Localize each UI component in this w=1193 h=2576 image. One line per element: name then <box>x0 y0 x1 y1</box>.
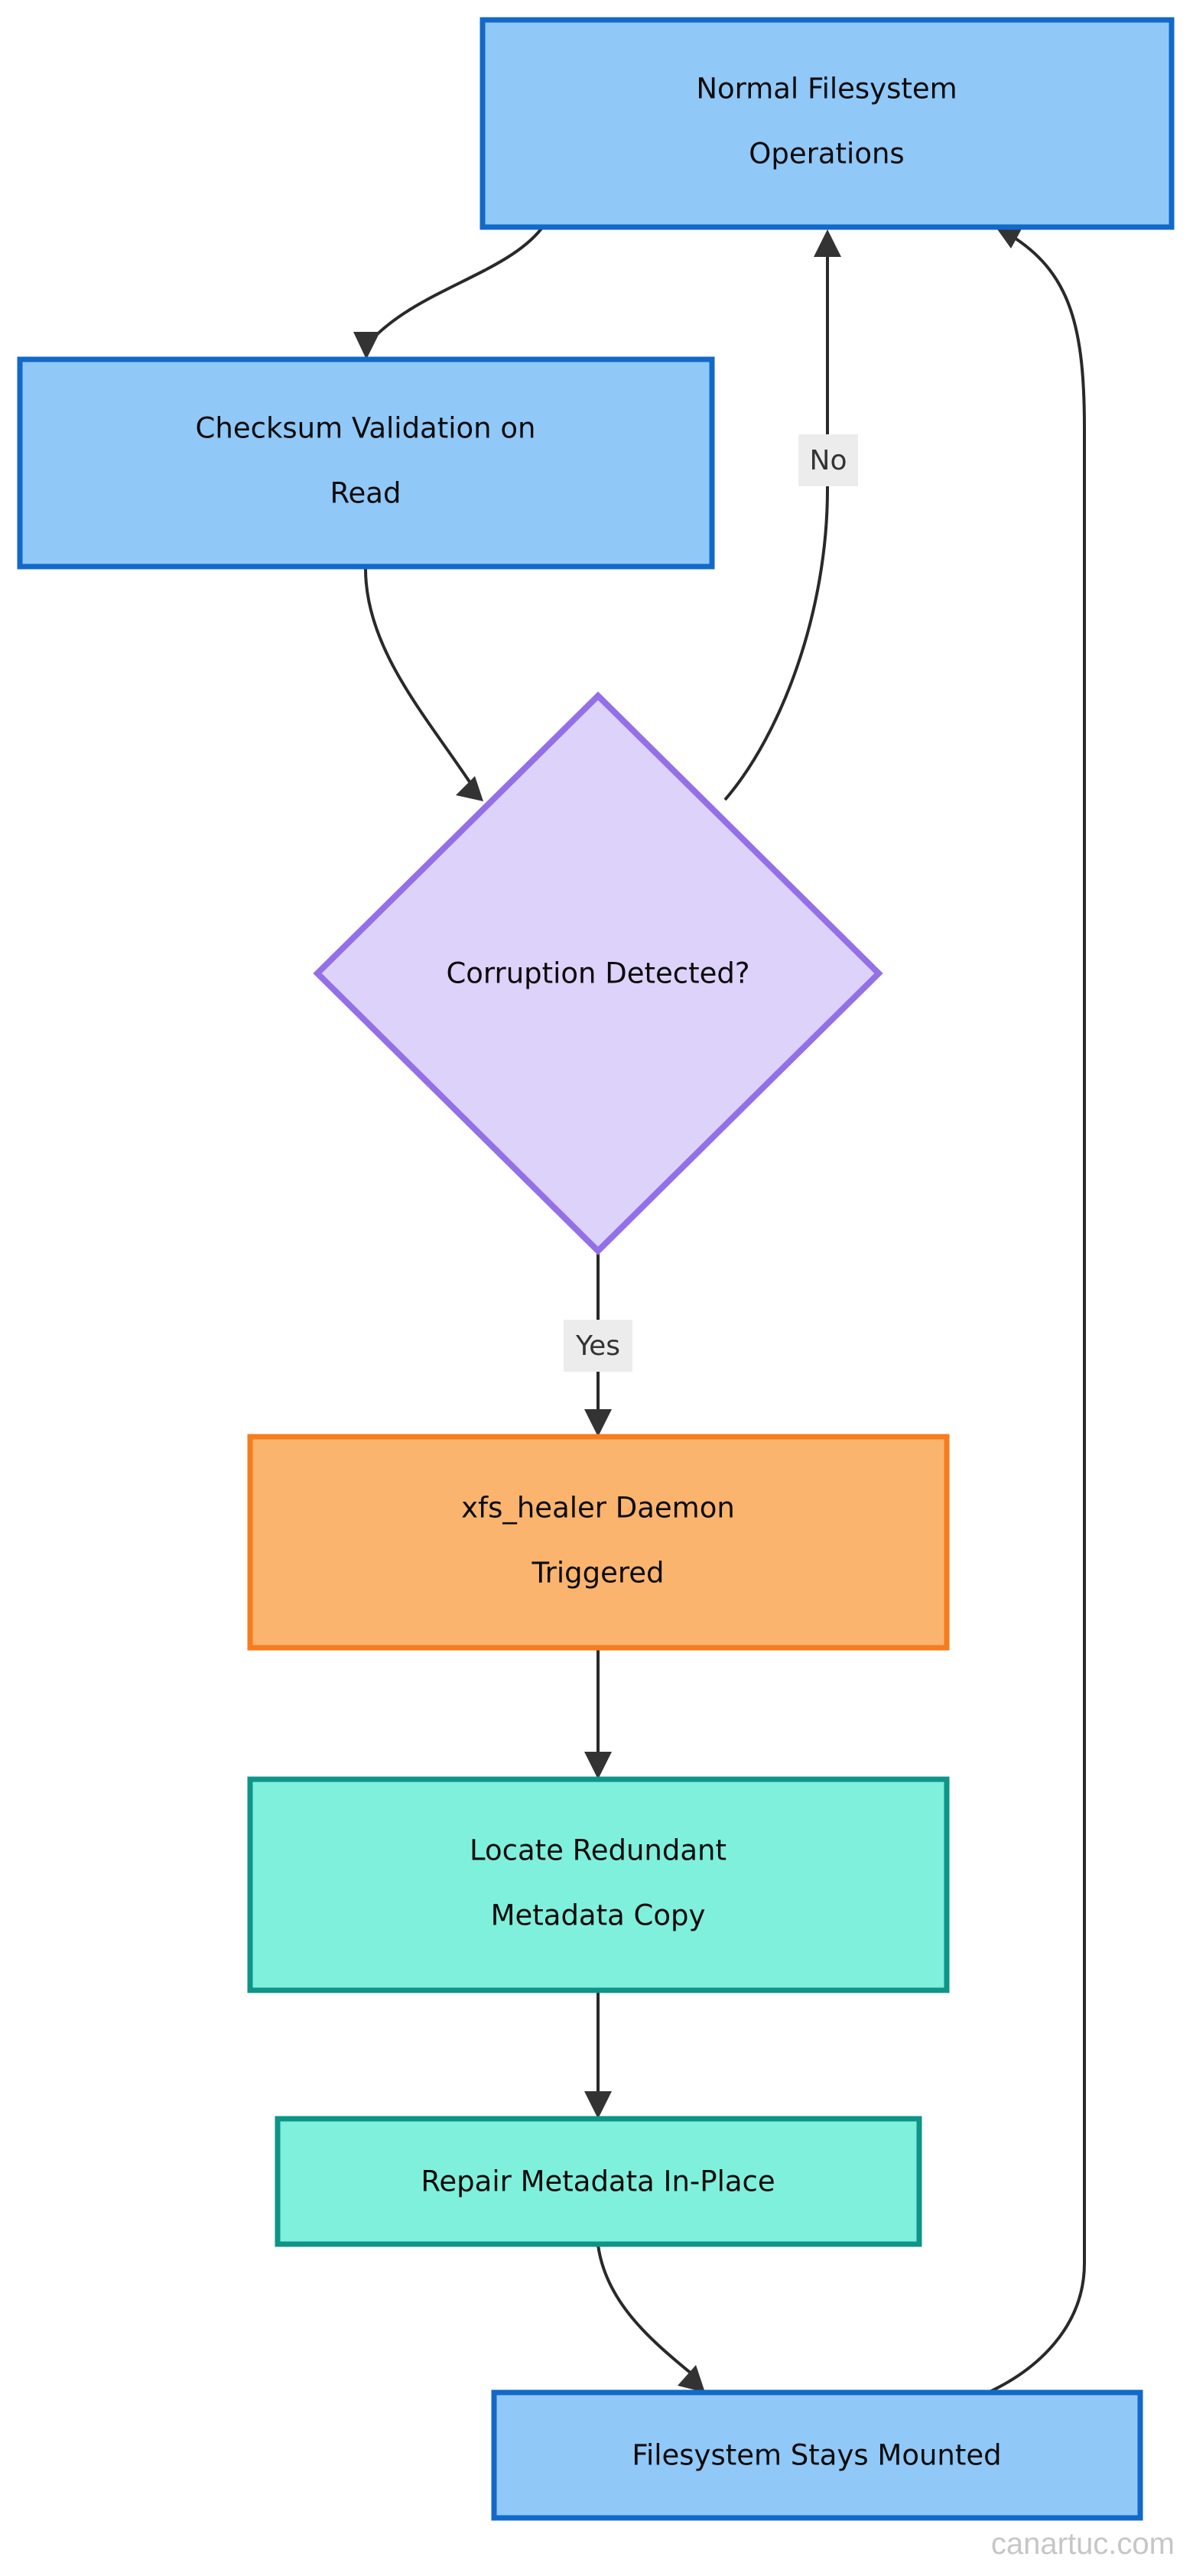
node-label-line-2: Read <box>330 477 401 510</box>
node-xfs-healer-daemon-triggered[interactable]: xfs_healer Daemon Triggered <box>247 1434 950 1651</box>
arrow-head <box>814 229 841 257</box>
node-box[interactable] <box>247 1776 950 1993</box>
node-label-line-1: xfs_healer Daemon <box>461 1492 735 1525</box>
node-label-line-2: Operations <box>749 138 904 171</box>
edge-label-background <box>798 434 858 486</box>
node-label-line-1: Filesystem Stays Mounted <box>632 2439 1001 2472</box>
node-label-line-2: Triggered <box>531 1557 664 1590</box>
node-layer: Normal Filesystem Operations Checksum Va… <box>17 17 1175 2521</box>
edge-normal-ops-to-checksum <box>353 227 543 359</box>
edge-stays-mounted-to-normal-ops <box>980 223 1086 2397</box>
arrow-head <box>678 2365 705 2392</box>
node-diamond[interactable] <box>313 691 883 1256</box>
edge-label-background <box>564 1320 632 1372</box>
node-label-line-1: Corruption Detected? <box>446 957 749 990</box>
node-box[interactable] <box>17 356 715 570</box>
edge-path <box>364 568 475 789</box>
arrow-head <box>584 1409 612 1437</box>
edge-label-no: No <box>810 445 847 476</box>
edge-repair-to-stays-mounted <box>596 2244 705 2392</box>
node-box[interactable] <box>275 2116 922 2247</box>
edge-corruption-to-xfs-healer-yes: Yes <box>564 1251 632 1437</box>
edge-checksum-to-corruption <box>364 568 483 801</box>
edge-corruption-to-normal-ops-no: No <box>723 229 858 801</box>
node-locate-redundant-metadata-copy[interactable]: Locate Redundant Metadata Copy <box>247 1776 950 1993</box>
edge-xfs-healer-to-locate-copy <box>584 1648 612 1779</box>
watermark: canartuc.com <box>991 2527 1175 2561</box>
edge-layer: No Yes <box>353 223 1086 2397</box>
node-label-line-1: Normal Filesystem <box>696 73 957 106</box>
node-repair-metadata-in-place[interactable]: Repair Metadata In-Place <box>275 2116 922 2247</box>
edge-path <box>596 2244 694 2376</box>
node-checksum-validation-on-read[interactable]: Checksum Validation on Read <box>17 356 715 570</box>
arrow-head <box>584 1752 612 1779</box>
node-label-line-1: Checksum Validation on <box>196 412 536 445</box>
node-box[interactable] <box>479 17 1175 230</box>
edge-path <box>723 252 830 801</box>
arrow-head <box>584 2091 612 2119</box>
node-corruption-detected[interactable]: Corruption Detected? <box>313 691 883 1256</box>
edge-label-yes: Yes <box>575 1330 620 1362</box>
node-box[interactable] <box>247 1434 950 1651</box>
node-box[interactable] <box>491 2389 1143 2521</box>
arrow-head <box>456 776 483 801</box>
edge-locate-copy-to-repair <box>584 1990 612 2119</box>
edge-path <box>980 237 1086 2397</box>
node-label-line-1: Repair Metadata In-Place <box>421 2165 775 2198</box>
node-filesystem-stays-mounted[interactable]: Filesystem Stays Mounted <box>491 2389 1143 2521</box>
arrow-head <box>353 332 380 359</box>
node-label-line-1: Locate Redundant <box>470 1834 727 1867</box>
edge-path <box>365 227 543 347</box>
node-normal-filesystem-operations[interactable]: Normal Filesystem Operations <box>479 17 1175 230</box>
node-label-line-2: Metadata Copy <box>491 1899 706 1932</box>
